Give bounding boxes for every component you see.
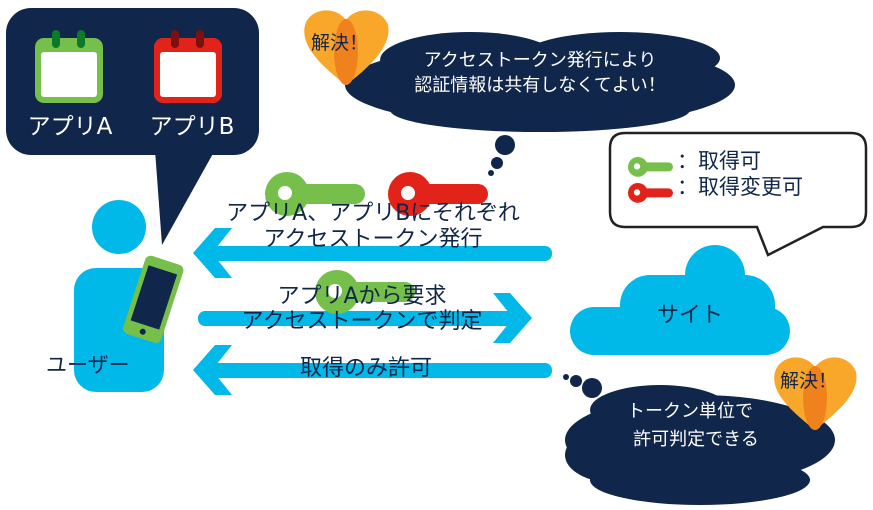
green-key-request-icon [315,270,415,314]
issue-text-line1: アプリA、アプリBにそれぞれ [226,201,520,226]
legend-green-text: ：取得可 [677,149,761,173]
solution-badge-top: 解決！ [311,32,369,54]
arrows [193,228,552,395]
thought-cloud-top [345,32,735,176]
request-text-line2: アクセストークンで判定 [241,309,483,334]
legend-bubble [608,131,868,257]
calendar-icon-app-b [154,30,222,103]
solution-top-line2: 認証情報は共有しなくてよい！ [414,75,666,96]
heart-badge-bottom [774,357,857,430]
app-b-label: アプリB [149,114,235,140]
site-label: サイト [656,303,724,328]
permit-text: 取得のみ許可 [299,356,433,381]
thought-cloud-bottom [563,374,835,505]
red-key-icon [388,172,488,216]
solution-bottom-line2: 許可判定できる [633,429,759,450]
legend-red-text: ：取得変更可 [677,175,803,199]
calendar-icon-app-a [35,30,103,103]
smartphone-icon [123,255,184,343]
heart-badge-top [304,10,389,86]
site-cloud [570,245,790,355]
issue-text-line2: アクセストークン発行 [263,227,483,252]
user-figure [74,200,184,392]
green-key-icon [265,172,365,216]
request-text-line1: アプリAから要求 [277,284,447,309]
solution-bottom-line1: トークン単位で [627,401,753,422]
app-a-label: アプリA [27,114,113,140]
user-label: ユーザー [46,353,130,377]
solution-top-line1: アクセストークン発行により [423,50,657,71]
legend-red-key-icon [628,183,673,203]
legend-green-key-icon [628,157,673,177]
solution-badge-bottom: 解決！ [780,370,838,392]
